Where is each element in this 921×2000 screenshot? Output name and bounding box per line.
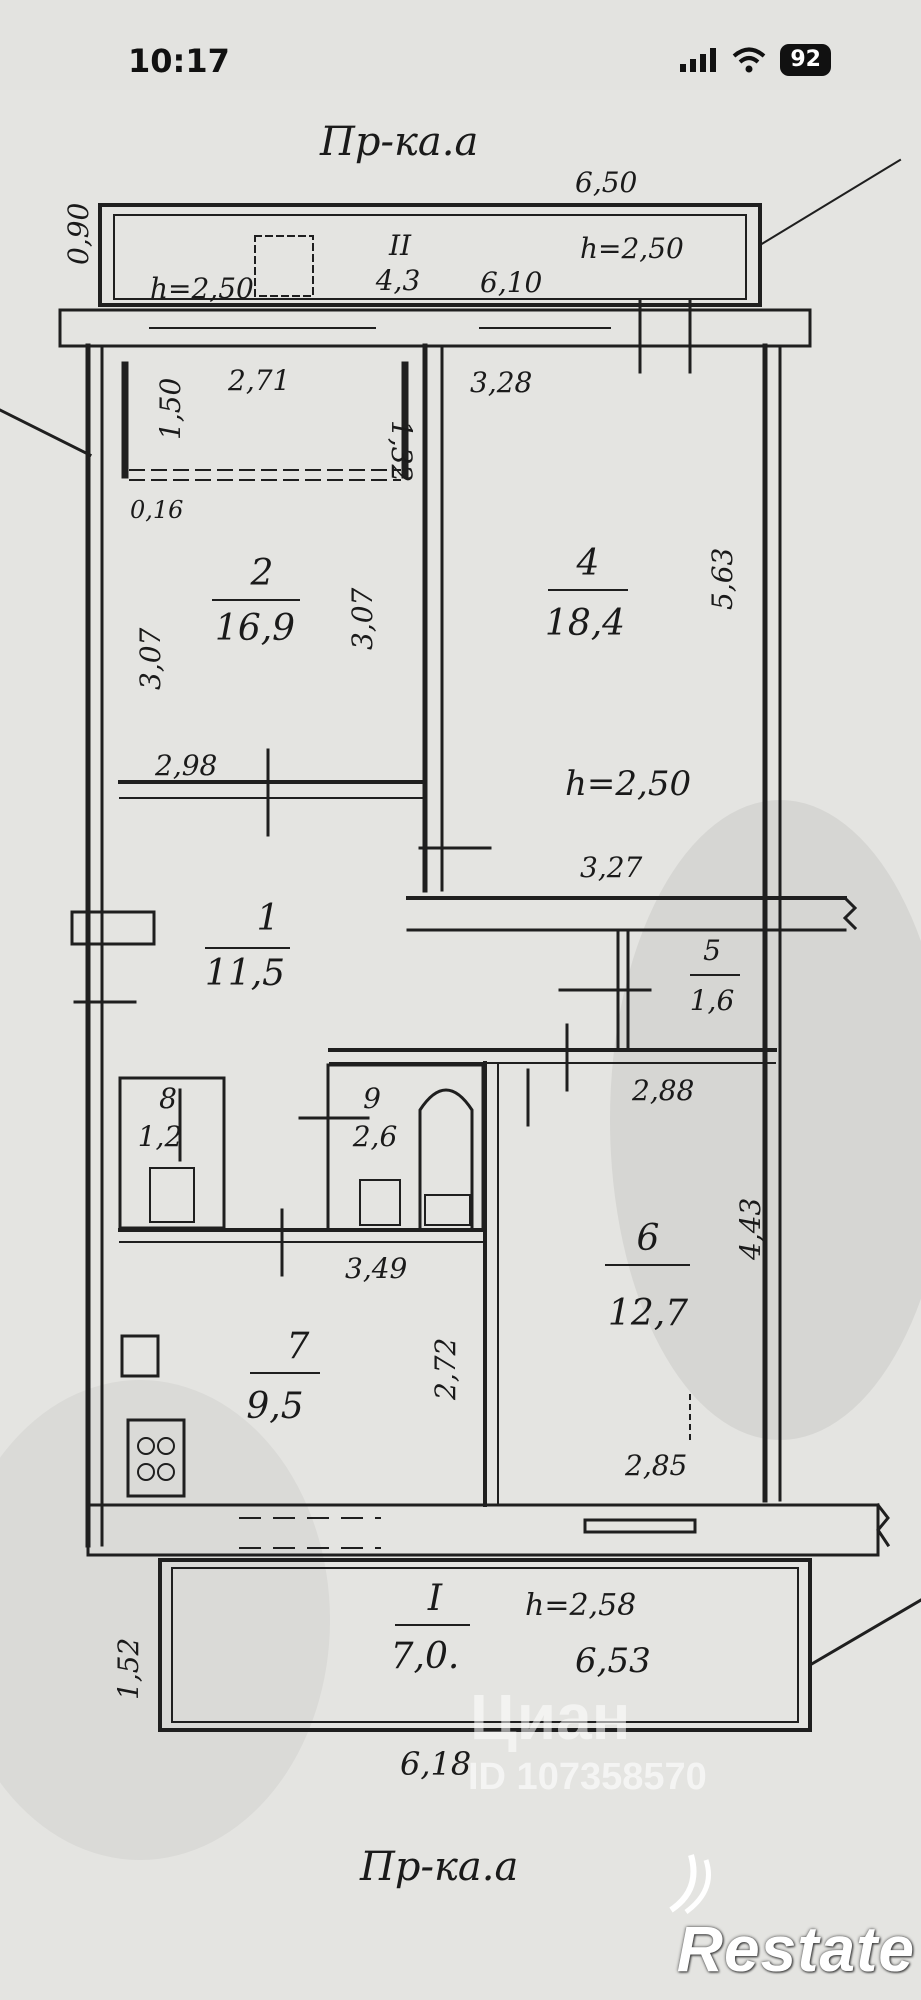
room-5-area: 1,6 <box>690 984 735 1017</box>
balcony-bottom-number: I <box>427 1578 443 1619</box>
balcony-bottom <box>158 1558 812 1732</box>
dim-288: 2,88 <box>631 1074 694 1107</box>
dim-327: 3,27 <box>580 851 643 884</box>
balcony-bottom-area: 7,0. <box>391 1636 460 1677</box>
room-8-number: 8 <box>159 1082 177 1115</box>
dim-016: 0,16 <box>130 496 183 524</box>
room-2-number: 2 <box>250 553 274 594</box>
height-bottom: h=2,58 <box>525 1588 636 1623</box>
room-4-number: 4 <box>576 543 600 584</box>
height-top-right: h=2,50 <box>580 232 684 265</box>
room-6-area: 12,7 <box>608 1293 688 1334</box>
room-4-area: 18,4 <box>545 603 625 644</box>
height-top-left: h=2,50 <box>150 272 254 305</box>
balcony-top-area: 4,3 <box>375 264 421 297</box>
watermark-listing-id: ID 107358570 <box>468 1756 707 1798</box>
status-icons: 92 <box>680 44 831 76</box>
dim-272: 2,72 <box>429 1338 462 1401</box>
restate-logo: Restate <box>676 1913 915 1985</box>
dim-top-balcony: 6,10 <box>480 266 542 299</box>
floor-plan: 1 11,5 2 16,9 4 18,4 5 1,6 6 12,7 7 9,5 … <box>0 90 921 2000</box>
balcony-top-number: II <box>388 229 412 262</box>
dim-285: 2,85 <box>624 1449 687 1482</box>
room-1-area: 11,5 <box>205 953 285 994</box>
room-8-area: 1,2 <box>138 1120 183 1153</box>
dim-090: 0,90 <box>62 203 95 265</box>
signal-icon <box>680 48 717 72</box>
room-2-area: 16,9 <box>215 608 295 649</box>
dim-349: 3,49 <box>345 1252 407 1285</box>
dim-563: 5,63 <box>706 548 739 610</box>
street-bottom-label: Пр-ка.а <box>359 1844 518 1890</box>
dim-307-right: 3,07 <box>346 587 379 650</box>
dim-top-overall: 6,50 <box>575 166 637 199</box>
room-7-area: 9,5 <box>246 1386 303 1427</box>
battery-badge: 92 <box>780 44 831 76</box>
room-5-number: 5 <box>703 934 721 967</box>
room-1-number: 1 <box>257 898 280 939</box>
room-9-number: 9 <box>363 1082 381 1115</box>
dim-328: 3,28 <box>470 366 532 399</box>
street-top-label: Пр-ка.а <box>319 119 478 165</box>
balcony-top <box>98 203 762 307</box>
dim-443: 4,43 <box>734 1198 767 1261</box>
room-9-area: 2,6 <box>352 1120 398 1153</box>
height-room-4: h=2,50 <box>565 764 691 804</box>
status-bar: 10:17 92 <box>0 0 921 120</box>
dim-271: 2,71 <box>227 364 290 397</box>
room-7-number: 7 <box>287 1326 310 1367</box>
room-6-number: 6 <box>637 1218 660 1259</box>
dim-653: 6,53 <box>575 1641 651 1681</box>
dim-152: 1,52 <box>112 1638 145 1700</box>
status-time: 10:17 <box>128 42 230 80</box>
watermark-brand: Циан <box>470 1681 631 1753</box>
restate-logo-icon <box>669 1854 711 1915</box>
dim-307-left: 3,07 <box>134 627 167 690</box>
dim-132: 1,32 <box>385 420 418 482</box>
dim-150: 1,50 <box>154 378 187 440</box>
dim-298: 2,98 <box>154 749 217 782</box>
dim-618: 6,18 <box>400 1745 471 1783</box>
wifi-icon <box>733 47 766 73</box>
